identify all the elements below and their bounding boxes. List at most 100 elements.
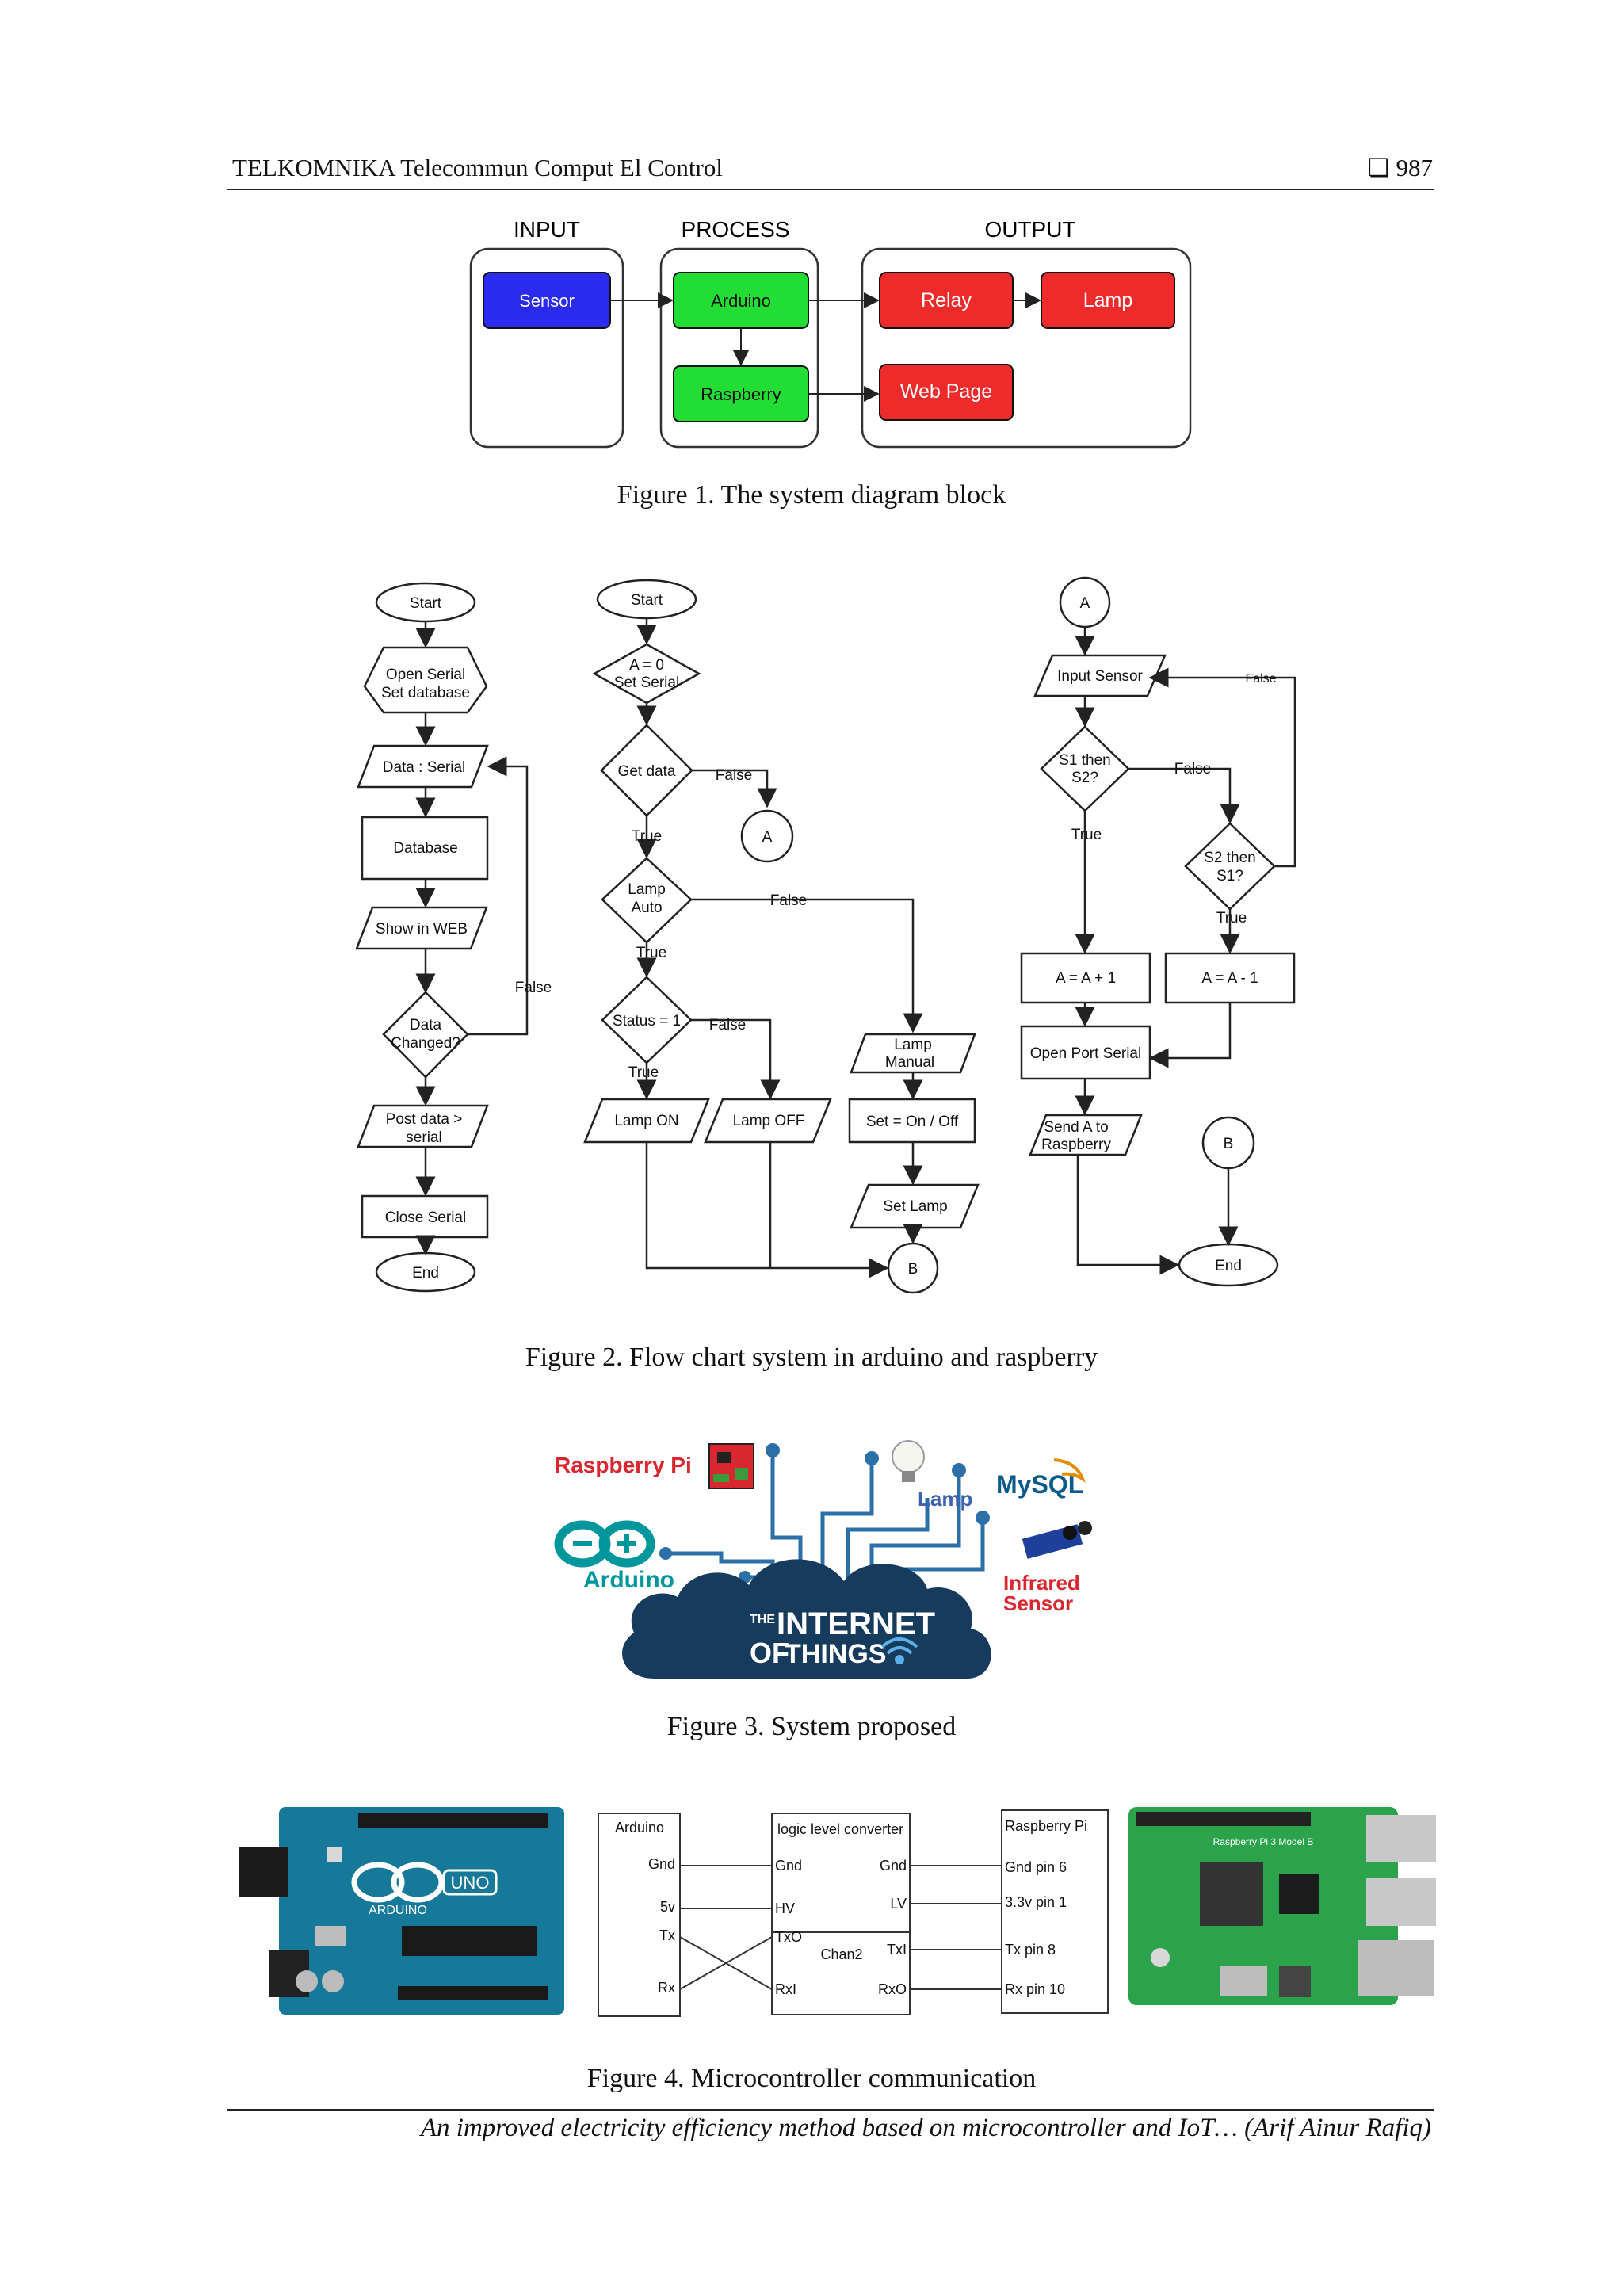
f2-lamp-auto-text-2: Auto	[631, 900, 662, 916]
rpi-board-text: Raspberry Pi 3 Model B	[1213, 1836, 1314, 1847]
f3-send-a-text-1: Send A to	[1044, 1119, 1108, 1136]
converter-right-rxo: RxO	[878, 1981, 907, 1997]
f1-start-text: Start	[410, 595, 442, 612]
f1-post-data-text-1: Post data >	[386, 1111, 463, 1128]
f1-false-loop	[468, 756, 529, 1036]
infrared-sensor-icon	[1022, 1521, 1092, 1559]
f2-true3-text: True	[628, 1064, 659, 1081]
mysql-dolphin-icon	[1053, 1458, 1086, 1484]
f1-data-serial-text: Data : Serial	[383, 759, 466, 776]
f2-init	[592, 643, 701, 705]
f3-send-a-text-2: Raspberry	[1041, 1137, 1111, 1153]
f3-true-left-text: True	[1071, 827, 1102, 843]
header-rule	[227, 189, 1434, 190]
converter-right-gnd: Gnd	[880, 1858, 907, 1874]
f1-false-text: False	[515, 980, 552, 996]
figure4-wiring-diagram: Arduino Gnd 5v Tx Rx logic level convert…	[598, 1809, 1109, 2017]
raspberry-label: Raspberry	[701, 384, 781, 404]
converter-left-gnd: Gnd	[775, 1858, 802, 1874]
f1-end	[375, 1251, 476, 1293]
f1-database-text: Database	[393, 840, 457, 857]
f3-end	[1178, 1243, 1279, 1287]
converter-left-hv: HV	[775, 1901, 795, 1916]
f2-connector-b-text: B	[908, 1261, 918, 1278]
arduino-logo-icon	[554, 1520, 655, 1568]
group-label-output: OUTPUT	[984, 217, 1075, 242]
f1-open-serial-text-2: Set database	[381, 685, 470, 701]
f3-s2s1-text-1: S2 then	[1204, 850, 1256, 866]
f1-open-serial	[363, 646, 488, 714]
rpi-pin-rx: Rx pin 10	[1005, 1981, 1065, 1997]
sensor-label: Sensor	[519, 291, 575, 311]
f1-post-data	[357, 1104, 489, 1148]
arduino-box-title: Arduino	[615, 1820, 664, 1836]
f2-false-to-manual	[691, 898, 923, 1033]
f2-false-to-a	[692, 769, 777, 808]
group-label-input: INPUT	[514, 217, 580, 242]
f3-false-loop	[1148, 667, 1296, 868]
arduino-pin-rx: Rx	[658, 1980, 675, 1996]
rpi-pin-3v3: 3.3v pin 1	[1005, 1894, 1067, 1910]
f1-end-text: End	[412, 1265, 439, 1282]
f3-true-right-text: True	[1216, 910, 1247, 926]
figure1-caption: Figure 1. The system diagram block	[617, 480, 1006, 510]
figure2-caption: Figure 2. Flow chart system in arduino a…	[525, 1343, 1098, 1372]
raspberry-pin-box	[1001, 1809, 1109, 2014]
f2-init-text-1: A = 0	[629, 657, 664, 674]
f3-minus-to-port	[1148, 1003, 1232, 1068]
f2-lamp-off	[704, 1098, 832, 1144]
arduino-board-uno-text: UNO	[451, 1873, 490, 1893]
converter-right-txi: TxI	[887, 1942, 907, 1958]
f2-lamp-on-text: Lamp ON	[614, 1113, 678, 1129]
f3-connector-b-text: B	[1224, 1136, 1234, 1152]
f3-connector-a-text: A	[1080, 595, 1090, 612]
f2-lamp-off-text: Lamp OFF	[733, 1113, 805, 1129]
f3-input-sensor-text: Input Sensor	[1057, 668, 1143, 685]
raspberry-pi-board-image: Raspberry Pi 3 Model B	[1128, 1807, 1436, 2005]
running-footer: An improved electricity efficiency metho…	[420, 2114, 1431, 2142]
arduino-pin-tx: Tx	[659, 1927, 675, 1943]
f2-lamp-manual	[850, 1033, 976, 1074]
converter-right-lv: LV	[890, 1896, 907, 1912]
f2-connector-a-text: A	[762, 829, 773, 846]
arduino-logo-symbols	[573, 1534, 636, 1553]
rpi-box-title: Raspberry Pi	[1005, 1818, 1087, 1834]
arduino-board-brand-text: ARDUINO	[369, 1904, 427, 1917]
figure1-block-diagram: INPUT PROCESS OUTPUT Sensor Arduino Rasp…	[469, 217, 1192, 449]
f3-s1s2	[1040, 725, 1130, 812]
lamp-label: Lamp	[918, 1487, 972, 1511]
f2-lamp-auto-text-1: Lamp	[628, 881, 666, 898]
figure3-iot-illustration: THE INTERNET OF THINGS Raspberry Pi Ardu…	[554, 1440, 1092, 1679]
f2-get-data-text: Get data	[618, 763, 676, 780]
iot-things-text: THINGS	[785, 1639, 886, 1669]
f2-init-text-2: Set Serial	[614, 674, 679, 691]
arduino-uno-board-image: UNO ARDUINO	[239, 1807, 564, 2015]
rpi-pin-gnd: Gnd pin 6	[1005, 1859, 1067, 1875]
f2-set-onoff-text: Set = On / Off	[866, 1114, 959, 1130]
raspberry-pi-label: Raspberry Pi	[555, 1453, 692, 1477]
f1-show-web-text: Show in WEB	[376, 921, 468, 938]
iot-internet-text: INTERNET	[777, 1606, 935, 1641]
converter-left-rxi: RxI	[775, 1981, 796, 1997]
converter-chan-label: Chan2	[820, 1946, 862, 1962]
relay-label: Relay	[921, 289, 972, 311]
f1-show-web	[355, 906, 488, 950]
f2-true2-text: True	[636, 945, 666, 961]
wifi-icon	[880, 1637, 918, 1664]
infrared-label-1: Infrared	[1003, 1571, 1080, 1595]
f2-set-lamp	[850, 1183, 980, 1229]
figure4-caption: Figure 4. Microcontroller communication	[586, 2064, 1037, 2093]
f2-false3-text: False	[709, 1017, 746, 1033]
f3-s2s1-text-2: S1?	[1216, 868, 1243, 884]
f3-s1s2-text-2: S2?	[1071, 770, 1098, 786]
wire-rx-txo	[679, 1936, 773, 1990]
f3-a-plus-text: A = A + 1	[1056, 970, 1116, 987]
arduino-pin-box	[598, 1813, 681, 2017]
f1-data-serial	[357, 744, 489, 789]
f2-lamp-manual-text-1: Lamp	[894, 1037, 932, 1053]
lamp-label: Lamp	[1083, 289, 1133, 311]
arduino-label: Arduino	[583, 1567, 674, 1593]
page-box-icon: ❏	[1367, 154, 1390, 181]
arduino-label: Arduino	[711, 291, 771, 311]
arduino-pin-5v: 5v	[660, 1899, 675, 1915]
